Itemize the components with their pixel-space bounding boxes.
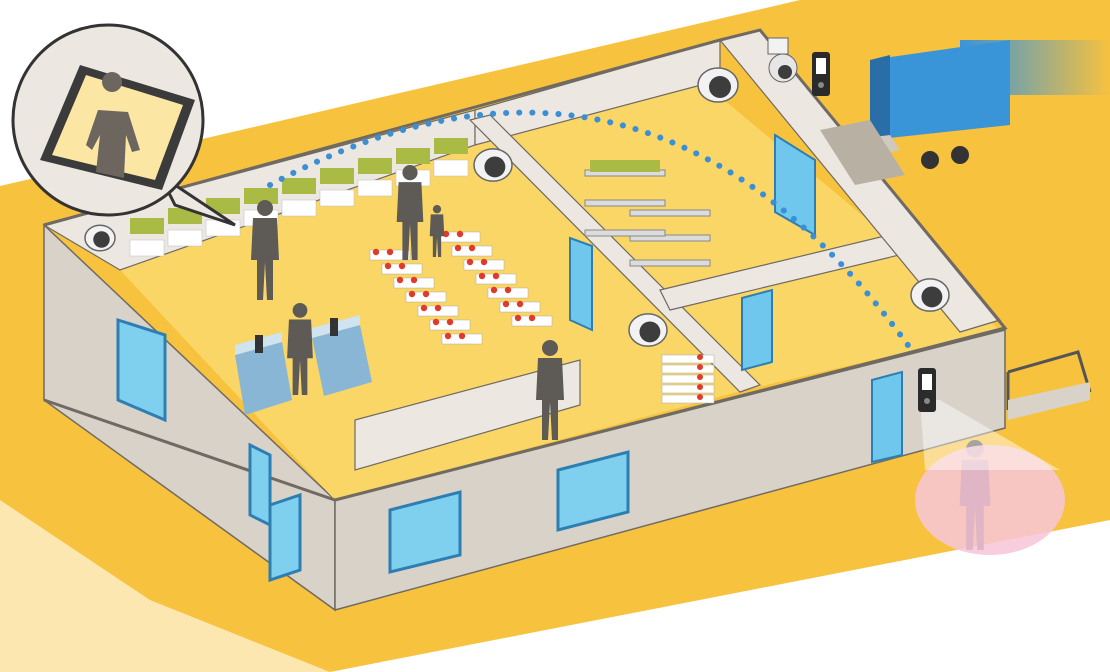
cash-register-icon [312,315,372,396]
person-silhouette-icon [429,205,445,257]
door [871,370,903,464]
can [458,332,466,340]
can [480,258,488,266]
can [466,258,474,266]
dome-camera-icon [84,224,116,252]
storage-floor [475,80,1000,390]
shelf-produce [396,148,430,164]
door [741,288,773,372]
person-silhouette-icon [536,340,564,440]
shelf-goods [661,364,715,374]
tablet-callout [11,23,236,227]
person-silhouette-icon [287,303,313,395]
intercom-icon [812,52,830,96]
can [384,262,392,270]
storage-rack [584,229,666,237]
partition-wall-1 [468,114,762,393]
window [556,450,630,532]
dome-camera-icon [473,148,513,182]
outdoor-step [1008,382,1090,420]
window [248,442,272,528]
person-silhouette-icon [86,72,140,178]
tablet-icon [40,65,195,190]
can [434,304,442,312]
can [697,354,703,360]
storage-rack [629,234,711,242]
shelf-produce [130,218,164,234]
network-link [267,109,918,358]
can [697,364,703,370]
storage-rack [584,199,666,207]
can [446,318,454,326]
shelf-goods [433,159,469,177]
shelf-produce [590,160,660,172]
shelf-produce [358,158,392,174]
can [410,276,418,284]
shelf-produce [244,188,278,204]
ground-fade [0,500,330,672]
shelf-produce [434,138,468,154]
detection-zone [915,445,1065,555]
shelf-produce [282,178,316,194]
shelf-goods [357,179,393,197]
can [528,314,536,322]
intercom-icon [918,368,936,412]
can [442,230,450,238]
can [432,318,440,326]
shelf-goods [661,374,715,384]
can [456,230,464,238]
can [386,248,394,256]
can [516,300,524,308]
can [444,332,452,340]
shelf-goods [661,354,715,364]
can [478,272,486,280]
can [697,384,703,390]
can [408,290,416,298]
dome-camera-icon [697,67,739,103]
shelf-produce [320,168,354,184]
shelf-goods [129,239,165,257]
window [268,492,302,583]
window [116,317,167,423]
shelf-goods [281,199,317,217]
can [492,272,500,280]
can [454,244,462,252]
shelf-goods [661,384,715,394]
can [396,276,404,284]
storage-rack [629,259,711,267]
can [504,286,512,294]
can [490,286,498,294]
can [514,314,522,322]
can [697,374,703,380]
can [697,394,703,400]
can [372,248,380,256]
can [420,304,428,312]
shelf-goods [661,394,715,404]
storage-rack [629,209,711,217]
dome-camera-icon [910,278,950,312]
dome-camera-icon [628,313,668,347]
person-silhouette-icon [251,200,279,300]
person-silhouette-icon [396,165,424,260]
inner-counter-wall [354,359,581,471]
loading-ramp [820,120,905,185]
window [388,490,462,574]
shelf-goods [319,189,355,207]
can [468,244,476,252]
can [502,300,510,308]
can [422,290,430,298]
ptz-camera-icon [767,37,798,83]
cash-register-icon [235,332,292,415]
camera-view-cone [920,400,1060,470]
can [398,262,406,270]
shelf-goods [167,229,203,247]
door [569,236,593,332]
